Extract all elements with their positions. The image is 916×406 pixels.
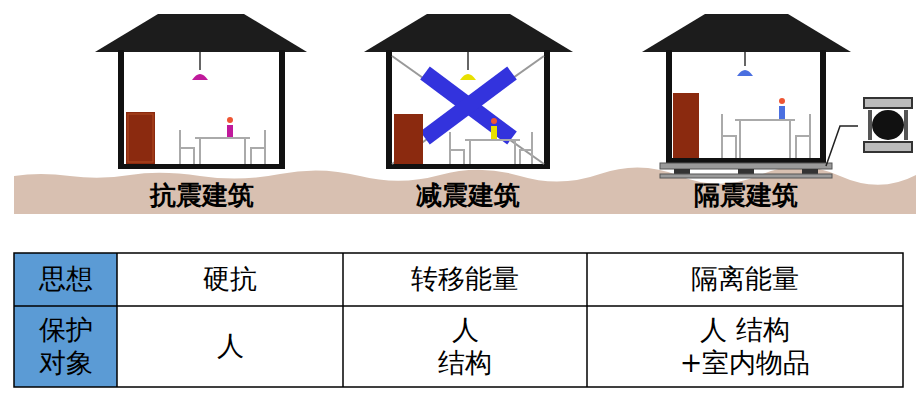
building-label: 减震建筑 xyxy=(416,180,520,211)
table-header: 思想 xyxy=(39,263,93,295)
table-header: 保护 对象 xyxy=(37,314,95,379)
table-cell: 人 xyxy=(217,330,244,362)
table-cell: 人 结构 xyxy=(436,314,494,379)
house-damped xyxy=(364,14,573,169)
table-grid xyxy=(14,253,903,387)
ground xyxy=(14,167,916,214)
house-rigid xyxy=(95,14,307,169)
table-cell: 硬抗 xyxy=(203,263,257,295)
table-cell: 转移能量 xyxy=(411,263,519,295)
table-cell: 隔离能量 xyxy=(691,263,799,295)
house-isolated xyxy=(642,14,912,178)
building-label: 抗震建筑 xyxy=(150,180,254,211)
table-cell: 人 结构+室内物品 xyxy=(651,314,840,379)
building-label: 隔震建筑 xyxy=(694,180,798,211)
